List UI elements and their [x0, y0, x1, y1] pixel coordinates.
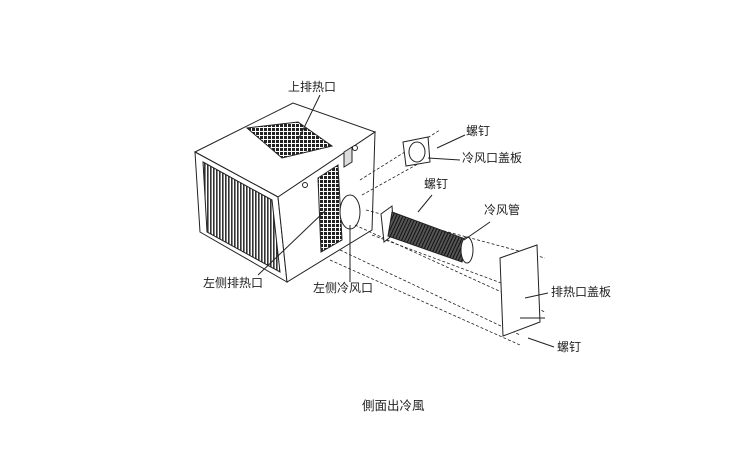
cold-air-hose	[380, 205, 474, 264]
label-screw-3: 螺钉	[557, 340, 582, 354]
label-screw-1: 螺钉	[466, 124, 491, 138]
label-cold-air-hose: 冷风管	[484, 203, 521, 217]
label-exhaust-cover: 排热口盖板	[551, 285, 612, 299]
label-cold-port-cover: 冷风口盖板	[462, 151, 523, 165]
leader-lines	[257, 94, 555, 348]
unit-body	[193, 102, 377, 283]
figure-caption: 側面出冷風	[362, 398, 425, 413]
exhaust-cover-plate	[499, 244, 545, 337]
cold-port-cover-plate	[402, 136, 431, 167]
label-left-exhaust: 左侧排热口	[203, 276, 264, 290]
side-exhaust-vent	[317, 164, 343, 253]
label-top-exhaust: 上排热口	[288, 80, 337, 94]
label-left-cold-port: 左侧冷风口	[313, 281, 374, 295]
top-exhaust-vent	[245, 121, 334, 159]
label-screw-2: 螺钉	[424, 177, 449, 191]
left-cold-port	[339, 194, 361, 230]
front-fin-grille	[202, 161, 281, 273]
